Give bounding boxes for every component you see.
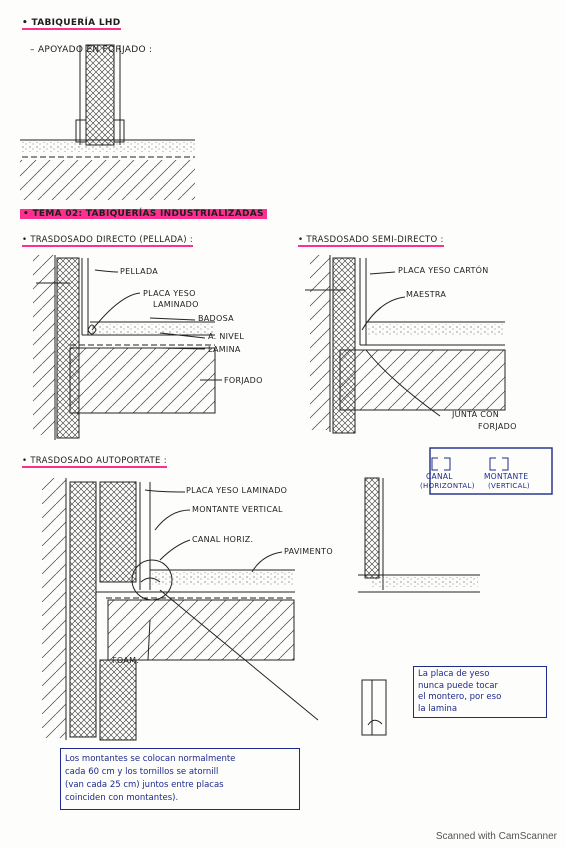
note-lamina-line3: el montero, por eso [418, 692, 502, 702]
label-placa-yeso: PLACA YESO [143, 289, 196, 298]
label-pellada: PELLADA [120, 267, 159, 276]
note-montantes-line3: (van cada 25 cm) juntos entre placas [65, 780, 224, 790]
note-lamina-line1: La placa de yeso [418, 669, 490, 679]
label-laminado: LAMINADO [153, 300, 199, 309]
tema-title-text: • TEMA 02: TABIQUERÍAS INDUSTRIALIZADAS [20, 209, 267, 219]
label-placa-yeso-laminado: PLACA YESO LAMINADO [186, 486, 288, 495]
label-lamina: LAMINA [208, 345, 241, 354]
legend-montante: MONTANTE [484, 472, 529, 481]
trasdosado-directo-title: • TRASDOSADO DIRECTO (PELLADA) : [22, 235, 194, 247]
scanner-watermark: Scanned with CamScanner [435, 831, 557, 842]
sketch-trasdosado-directo [33, 255, 222, 440]
label-canal-horiz: CANAL HORIZ. [192, 535, 254, 544]
sketch-trasdosado-autoportante [42, 477, 480, 741]
label-pavimento: PAVIMENTO [284, 547, 333, 556]
label-foam: FOAM. [112, 656, 140, 665]
note-lamina-line4: la lamina [418, 703, 458, 714]
label-placa-yeso-carton: PLACA YESO CARTÓN [398, 266, 489, 275]
note-lamina-line2: nunca puede tocar [418, 680, 498, 691]
tema-title: • TEMA 02: TABIQUERÍAS INDUSTRIALIZADAS [20, 209, 267, 219]
legend-montante-vertical: (VERTICAL) [488, 482, 530, 490]
label-maestra: MAESTRA [406, 290, 447, 299]
note-montantes-line1: Los montantes se colocan normalmente [65, 754, 236, 764]
legend-canal-horizontal: (HORIZONTAL) [420, 482, 475, 490]
label-forjado-semi: FORJADO [478, 422, 517, 431]
label-forjado: FORJADO [224, 376, 263, 385]
sketch-trasdosado-semi [305, 255, 553, 495]
tabiqueria-title: • TABIQUERÍA LHD [22, 18, 121, 30]
note-montantes-line4: coinciden con montantes). [65, 793, 179, 803]
legend-canal: CANAL [426, 472, 453, 481]
note-lamina: La placa de yeso nunca puede tocar el mo… [413, 666, 547, 718]
sketch-lhd-apoyado [20, 44, 195, 200]
note-montantes-line2: cada 60 cm y los tornillos se atornill [65, 767, 219, 777]
tabiqueria-subtitle: – APOYADO EN FORJADO : [30, 45, 153, 55]
trasdosado-semi-title: • TRASDOSADO SEMI-DIRECTO : [298, 235, 444, 247]
label-junta-con: JUNTA CON [452, 410, 500, 419]
label-baldosa: BADOSA [198, 314, 234, 323]
trasdosado-auto-title: • TRASDOSADO AUTOPORTATE : [22, 456, 167, 468]
note-montantes: Los montantes se colocan normalmente cad… [60, 748, 300, 810]
label-montante-vertical: MONTANTE VERTICAL [192, 505, 283, 514]
label-nivel: A. NIVEL [208, 332, 245, 341]
